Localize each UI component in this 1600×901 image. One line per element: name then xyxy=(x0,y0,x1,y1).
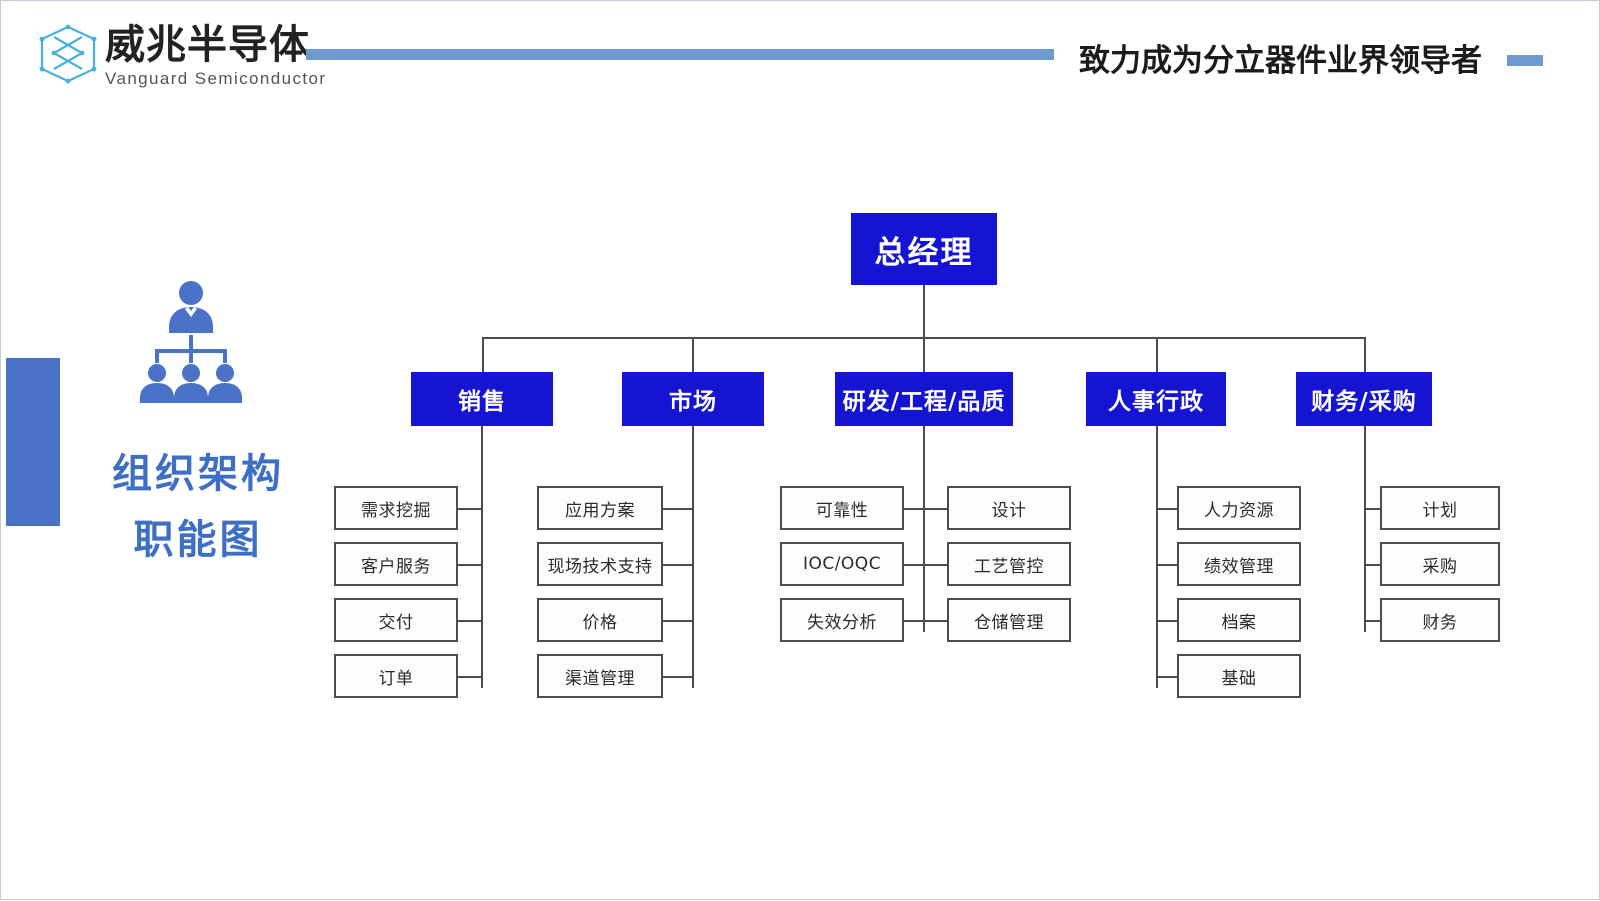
leaf-hr-3[interactable]: 档案 xyxy=(1177,598,1301,642)
stub-rnd-right-1 xyxy=(923,508,947,510)
connector-drop-5 xyxy=(1364,337,1366,372)
leaf-sales-3[interactable]: 交付 xyxy=(334,598,458,642)
connector-trunk-marketing xyxy=(692,426,694,688)
stub-hr-4 xyxy=(1156,676,1177,678)
stub-rnd-right-2 xyxy=(923,564,947,566)
page-title-line2: 职能图 xyxy=(133,517,263,563)
vanguard-logo-icon xyxy=(37,23,99,85)
leaf-rnd-right-3[interactable]: 仓储管理 xyxy=(947,598,1071,642)
connector-trunk-rnd xyxy=(923,426,925,632)
leaf-sales-2[interactable]: 客户服务 xyxy=(334,542,458,586)
leaf-rnd-left-2[interactable]: IOC/OQC xyxy=(780,542,904,586)
header-divider-bar xyxy=(306,49,1054,60)
header-tagline: 致力成为分立器件业界领导者 xyxy=(1079,43,1482,79)
connector-drop-2 xyxy=(692,337,694,372)
stub-hr-1 xyxy=(1156,508,1177,510)
node-dept-sales[interactable]: 销售 xyxy=(411,372,553,426)
stub-marketing-1 xyxy=(663,508,693,510)
header-accent-dash xyxy=(1507,55,1543,66)
leaf-finance-2[interactable]: 采购 xyxy=(1380,542,1500,586)
stub-marketing-3 xyxy=(663,620,693,622)
leaf-marketing-4[interactable]: 渠道管理 xyxy=(537,654,663,698)
left-accent-block xyxy=(6,358,60,526)
connector-root-drop xyxy=(923,285,925,337)
stub-sales-2 xyxy=(458,564,482,566)
stub-sales-3 xyxy=(458,620,482,622)
leaf-hr-1[interactable]: 人力资源 xyxy=(1177,486,1301,530)
leaf-sales-4[interactable]: 订单 xyxy=(334,654,458,698)
page-title: 组织架构 职能图 xyxy=(63,441,333,573)
leaf-sales-1[interactable]: 需求挖掘 xyxy=(334,486,458,530)
stub-marketing-2 xyxy=(663,564,693,566)
leaf-rnd-right-1[interactable]: 设计 xyxy=(947,486,1071,530)
stub-hr-2 xyxy=(1156,564,1177,566)
leaf-rnd-right-2[interactable]: 工艺管控 xyxy=(947,542,1071,586)
brand-name-en: Vanguard Semiconductor xyxy=(105,69,327,88)
connector-drop-4 xyxy=(1156,337,1158,372)
leaf-hr-2[interactable]: 绩效管理 xyxy=(1177,542,1301,586)
node-dept-finance[interactable]: 财务/采购 xyxy=(1296,372,1432,426)
leaf-marketing-1[interactable]: 应用方案 xyxy=(537,486,663,530)
node-dept-marketing[interactable]: 市场 xyxy=(622,372,764,426)
stub-rnd-left-1 xyxy=(904,508,924,510)
brand-name-cn: 威兆半导体 xyxy=(105,22,310,68)
connector-drop-1 xyxy=(482,337,484,372)
leaf-rnd-left-1[interactable]: 可靠性 xyxy=(780,486,904,530)
leaf-rnd-left-3[interactable]: 失效分析 xyxy=(780,598,904,642)
leaf-finance-3[interactable]: 财务 xyxy=(1380,598,1500,642)
node-root[interactable]: 总经理 xyxy=(851,213,997,285)
page-title-line1: 组织架构 xyxy=(112,451,284,497)
connector-trunk-sales xyxy=(481,426,483,688)
connector-trunk-finance xyxy=(1364,426,1366,632)
leaf-marketing-2[interactable]: 现场技术支持 xyxy=(537,542,663,586)
stub-finance-2 xyxy=(1364,564,1380,566)
org-people-icon xyxy=(123,279,259,405)
stub-rnd-left-2 xyxy=(904,564,924,566)
node-dept-hr[interactable]: 人事行政 xyxy=(1086,372,1226,426)
stub-sales-1 xyxy=(458,508,482,510)
node-dept-rnd[interactable]: 研发/工程/品质 xyxy=(835,372,1013,426)
leaf-finance-1[interactable]: 计划 xyxy=(1380,486,1500,530)
leaf-marketing-3[interactable]: 价格 xyxy=(537,598,663,642)
stub-hr-3 xyxy=(1156,620,1177,622)
stub-finance-1 xyxy=(1364,508,1380,510)
stub-marketing-4 xyxy=(663,676,693,678)
stub-rnd-left-3 xyxy=(904,620,924,622)
stub-sales-4 xyxy=(458,676,482,678)
slide-header: 威兆半导体 Vanguard Semiconductor 致力成为分立器件业界领… xyxy=(1,1,1600,109)
connector-drop-3 xyxy=(923,337,925,372)
leaf-hr-4[interactable]: 基础 xyxy=(1177,654,1301,698)
stub-rnd-right-3 xyxy=(923,620,947,622)
connector-trunk-hr xyxy=(1156,426,1158,688)
stub-finance-3 xyxy=(1364,620,1380,622)
